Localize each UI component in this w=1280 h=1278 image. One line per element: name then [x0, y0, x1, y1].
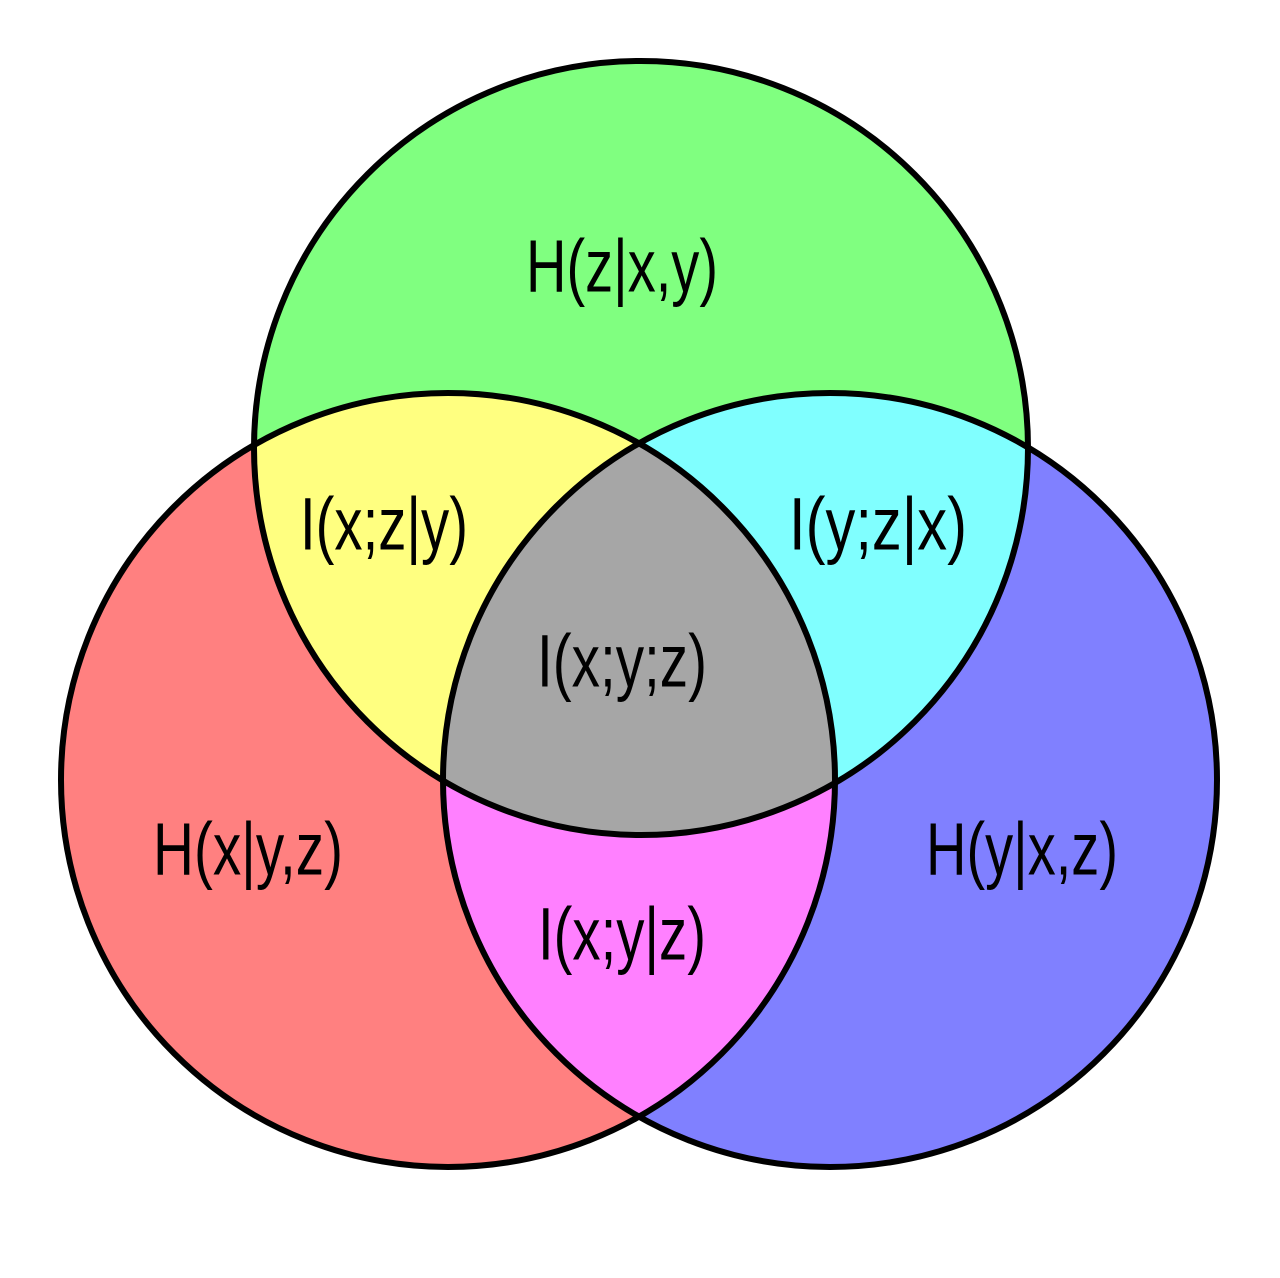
- circle-z-outline: [251, 58, 1031, 838]
- label-x-and-y: I(x;y|z): [538, 893, 706, 976]
- label-x-and-z: I(x;z|y): [300, 483, 468, 566]
- label-z-only: H(z|x,y): [526, 225, 718, 308]
- circle-outlines: [58, 58, 1220, 1170]
- label-all-three: I(x;y;z): [537, 620, 707, 703]
- label-x-only: H(x|y,z): [153, 808, 343, 891]
- label-y-only: H(y|x,z): [926, 808, 1118, 891]
- label-y-and-z: I(y;z|x): [789, 483, 967, 566]
